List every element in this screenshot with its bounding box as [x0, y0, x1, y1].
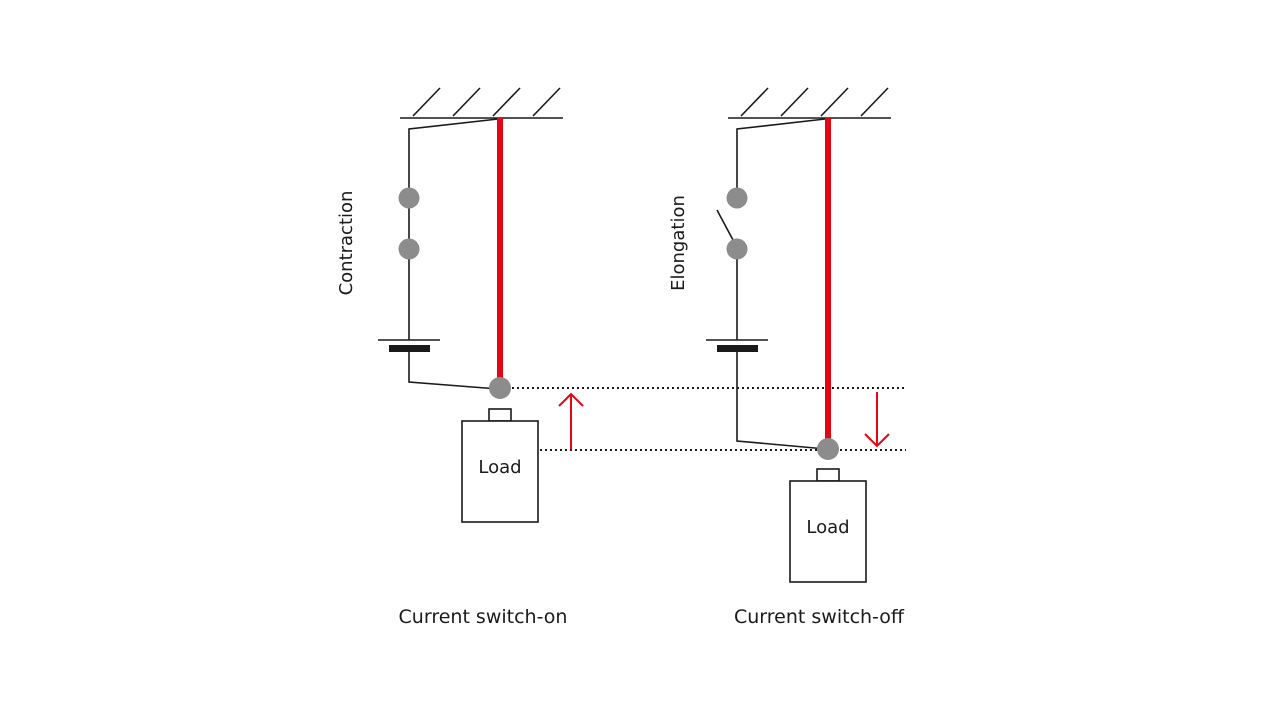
left-switch-contact-top	[398, 187, 420, 209]
left-diagram: Load Contraction Current switch-on	[336, 87, 584, 628]
right-load-label: Load	[806, 517, 849, 538]
down-arrow-icon	[864, 392, 890, 448]
up-arrow-icon	[558, 392, 584, 450]
left-load: Load	[461, 408, 539, 523]
right-switch-contact-top	[726, 187, 748, 209]
right-load: Load	[789, 468, 867, 583]
right-caption: Current switch-off	[734, 606, 905, 628]
right-circuit-wire	[736, 118, 827, 450]
right-side-label: Elongation	[668, 195, 689, 291]
left-switch-contact-bottom	[398, 238, 420, 260]
right-switch-contact-bottom	[726, 238, 748, 260]
right-attach-node	[817, 438, 839, 460]
left-circuit-wire	[408, 118, 499, 390]
right-switch-lever	[716, 209, 734, 241]
reference-lines	[512, 387, 906, 451]
left-load-label: Load	[478, 457, 521, 478]
right-diagram: Load Elongation Current switch-off	[668, 87, 905, 628]
left-side-label: Contraction	[336, 191, 357, 296]
left-battery-icon	[378, 339, 440, 352]
right-ceiling	[728, 87, 891, 119]
left-ceiling	[400, 87, 563, 119]
right-battery-icon	[706, 339, 768, 352]
left-caption: Current switch-on	[399, 606, 568, 628]
left-attach-node	[489, 377, 511, 399]
